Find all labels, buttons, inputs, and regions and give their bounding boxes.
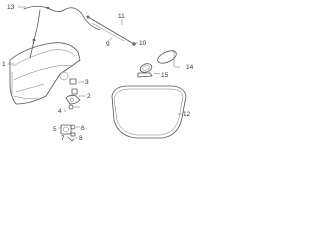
callout-2: 2 — [87, 93, 91, 100]
leader-lines — [8, 6, 182, 139]
support-rods — [86, 15, 136, 46]
callout-7: 7 — [61, 135, 65, 142]
callout-13: 13 — [7, 4, 15, 11]
weatherstrip-seal — [111, 85, 187, 139]
emblem-set — [137, 50, 177, 78]
callout-1: 1 — [2, 61, 6, 68]
callout-15: 15 — [161, 72, 169, 79]
callout-14: 14 — [186, 64, 194, 71]
striker-bracket — [68, 78, 78, 110]
callout-8: 8 — [79, 135, 83, 142]
callout-5: 5 — [53, 126, 57, 133]
parts-diagram: 1 2 3 4 5 6 7 8 9 10 11 12 13 14 15 — [2, 4, 194, 142]
callout-6: 6 — [81, 125, 85, 132]
callout-12: 12 — [183, 111, 191, 118]
release-cable — [23, 5, 101, 59]
callout-11: 11 — [118, 13, 125, 20]
callout-4: 4 — [58, 108, 62, 115]
callout-10: 10 — [139, 40, 147, 47]
trunk-lid — [9, 42, 81, 105]
callout-3: 3 — [85, 79, 89, 86]
trunk-latch — [65, 94, 81, 105]
callout-9: 9 — [106, 41, 110, 48]
callout-labels: 1 2 3 4 5 6 7 8 9 10 11 12 13 14 15 — [2, 4, 194, 142]
